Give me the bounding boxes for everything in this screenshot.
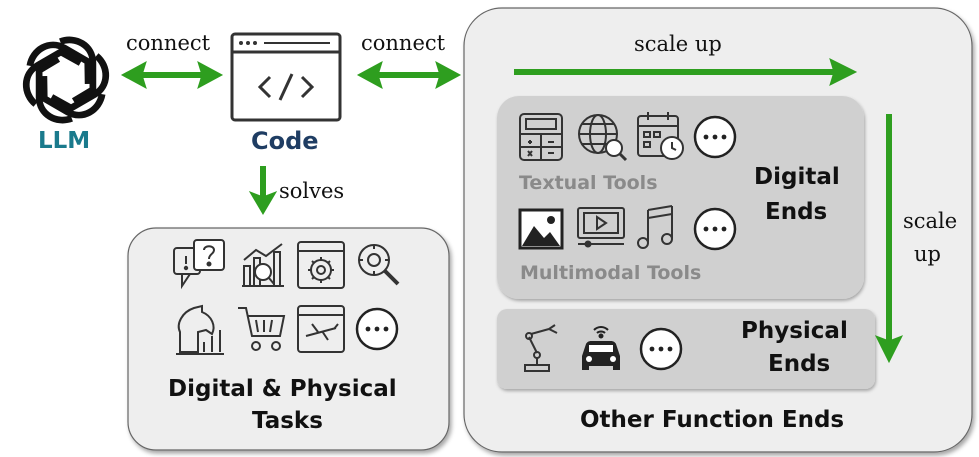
scale-up-horizontal-arrow <box>514 58 858 86</box>
digital-ends-panel <box>497 96 864 299</box>
autonomous-car-icon <box>582 326 620 370</box>
scale-up-side-label-1: scale <box>903 209 958 233</box>
music-note-icon <box>637 205 673 249</box>
solves-arrow <box>248 166 278 215</box>
question-bubble-icon <box>173 239 225 290</box>
physical-ends-more-icon <box>639 327 683 371</box>
multimodal-tools-more-icon <box>693 207 737 251</box>
calendar-clock-icon <box>637 112 684 160</box>
globe-search-icon <box>578 114 628 162</box>
tasks-label-line2: Tasks <box>252 408 323 434</box>
video-player-icon <box>577 207 625 248</box>
tasks-more-icon <box>355 307 399 351</box>
image-icon <box>518 208 564 250</box>
robot-arm-icon <box>524 324 558 372</box>
chess-knight-icon <box>176 304 224 355</box>
physical-ends-label-line1: Physical <box>741 318 848 344</box>
connect-left-arrow <box>120 60 224 90</box>
shopping-cart-icon <box>238 307 286 351</box>
gear-search-icon <box>358 244 400 286</box>
gear-window-icon <box>297 241 345 289</box>
scale-up-top-label: scale up <box>634 32 722 56</box>
multimodal-tools-label: Multimodal Tools <box>520 262 702 284</box>
calculator-icon <box>519 113 563 161</box>
openai-logo-icon <box>18 32 114 128</box>
physical-ends-label-line2: Ends <box>768 351 831 377</box>
llm-label: LLM <box>38 128 91 154</box>
textual-tools-label: Textual Tools <box>519 172 658 194</box>
connect-right-arrow <box>356 60 462 90</box>
flight-window-icon <box>297 305 345 353</box>
physical-ends-panel <box>497 309 875 389</box>
connect-left-label: connect <box>126 31 211 55</box>
digital-ends-label-line1: Digital <box>754 164 840 190</box>
textual-tools-more-icon <box>693 115 737 159</box>
solves-label: solves <box>279 179 345 203</box>
tasks-label-line1: Digital & Physical <box>168 376 397 402</box>
tasks-panel <box>127 227 450 451</box>
code-label: Code <box>251 127 319 155</box>
code-window-icon <box>230 32 342 122</box>
other-function-ends-label: Other Function Ends <box>580 407 845 433</box>
scale-up-vertical-arrow <box>874 114 904 364</box>
digital-ends-label-line2: Ends <box>765 199 828 225</box>
chart-search-icon <box>242 243 284 287</box>
scale-up-side-label-2: up <box>914 242 941 266</box>
connect-right-label: connect <box>361 31 446 55</box>
